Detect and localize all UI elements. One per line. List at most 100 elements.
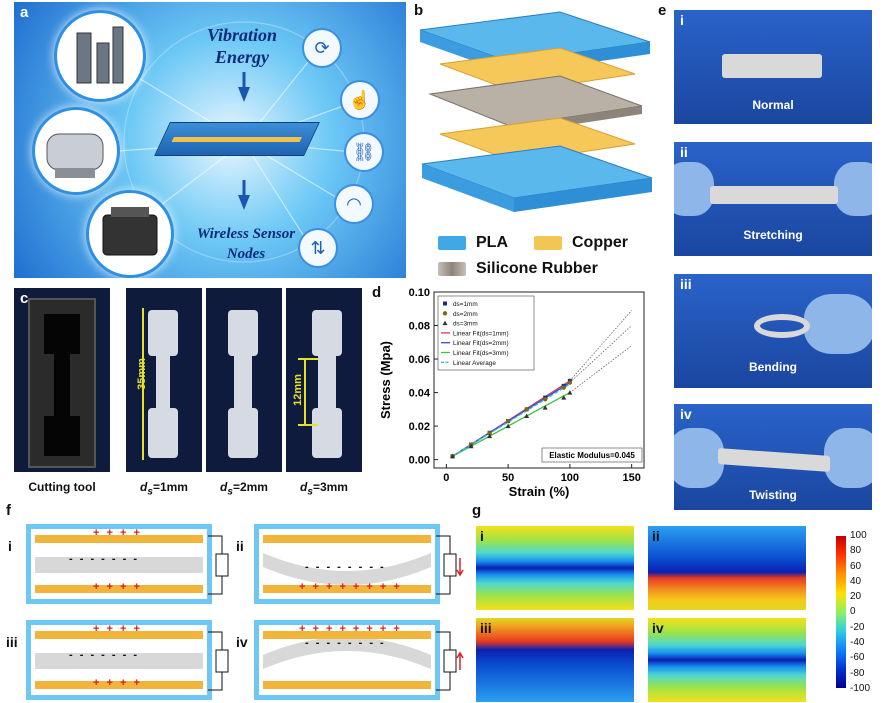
caption-bending: Bending [749,360,797,374]
f-iii-top-charges: + + + + [93,623,142,635]
photo-normal: i Normal [674,10,872,124]
f-iii-mid-charges: - - - - - - - [69,649,139,661]
rubber-strip [722,54,822,78]
g-map-ii: ii [648,526,806,610]
legend-entry: Linear Fit(ds=3mm) [453,350,509,357]
data-point-triangle [505,423,511,429]
f-iii-bot-charges: + + + + [93,677,142,689]
data-point-triangle [542,405,548,410]
f-roman-iv: iv [236,634,248,650]
x-tick-label: 100 [561,472,579,484]
x-tick-label: 50 [502,472,514,484]
data-point-circle [561,385,566,390]
data-point-triangle [561,395,567,400]
f-iii-resistor [208,631,229,691]
data-point-circle [505,418,511,424]
wifi-icon: ◠ [334,184,374,224]
legend-entry: Linear Fit(ds=1mm) [453,330,509,337]
f-i-top-charges: + + + + [93,527,142,539]
data-point-triangle [468,443,474,449]
caption-2mm: ds=2mm [220,480,268,498]
sample-photo-3mm: 12mm [286,288,362,472]
cutting-tool-body [28,298,96,468]
pla-swatch [438,236,466,250]
x-axis-label: Strain (%) [509,484,570,499]
width-label: 12mm [291,374,304,406]
legend-copper: Copper [572,234,628,251]
length-marker [142,308,144,460]
panel-label-d: d [372,284,382,301]
panel-label-g: g [472,502,482,519]
data-point-triangle [487,433,493,439]
caption-normal: Normal [752,98,794,112]
series-line [452,383,571,457]
roman-iv: iv [680,406,692,422]
panel-b-device-structure: b PLA Copper Silicone Rubber [410,2,665,282]
data-point-triangle [450,453,456,459]
g-roman-i: i [480,528,484,544]
y-tick-label: 0.00 [409,455,430,467]
touch-icon: ☝ [340,80,380,120]
roman-iii: iii [680,276,692,292]
panel-g-potential-simulation: g i ii iii iv 100 80 60 40 20 0 -20 -40 … [470,502,880,702]
cutting-tool-photo: c [14,288,110,472]
exploded-layer-diagram [419,11,653,212]
y-tick-label: 0.08 [409,321,430,333]
panel-f-working-mechanism: f i + + + + - - - - - - - + + + + ii - -… [4,502,464,702]
f-i-mid-charges: - - - - - - - [69,553,139,565]
title-line-2: Energy [215,47,269,67]
f-roman-iii: iii [6,634,18,650]
y-axis-label: Stress (Mpa) [378,341,393,419]
data-point-circle [487,430,492,435]
g-map-iii: iii [476,618,634,702]
f-iv-mid-charges: - - - - - - - - [305,637,386,649]
colorbar [836,536,846,688]
bottom-line-1: Wireless Sensor [196,226,296,242]
caption-1mm: ds=1mm [140,480,188,498]
x-tick-label: 150 [622,472,640,484]
compressor-image-circle [32,107,120,195]
device-illustration [154,122,320,156]
f-state-i: + + + + - - - - - - - + + + + [26,524,212,604]
factory-icon [76,26,124,84]
y-tick-label: 0.04 [409,388,431,400]
colorbar-ticks: 100 80 60 40 20 0 -20 -40 -60 -80 -100 [850,530,871,694]
legend-entry: Linear Fit(ds=2mm) [453,340,509,347]
title-line-1: Vibration [206,25,278,45]
f-iv-top-charges: + + + + + + + + [299,623,402,635]
silicone-swatch [438,262,466,276]
legend-entry: Linear Average [453,360,496,367]
vibration-energy-title: Vibration Energy [182,24,302,68]
extended-curve [569,325,632,383]
data-point-circle [567,380,573,385]
roman-i: i [680,12,684,28]
elastic-modulus-annotation: Elastic Modulus=0.045 [549,451,635,460]
f-i-resistor [208,535,229,595]
panel-label-c: c [20,290,29,307]
data-point-circle [542,397,548,402]
roman-ii: ii [680,144,688,160]
glove-right [834,162,872,216]
caption-stretching: Stretching [743,228,803,242]
extended-curve [569,310,632,382]
sample-photo-1mm: 35mm [126,288,202,472]
f-roman-i: i [8,538,12,554]
g-roman-iii: iii [480,620,492,636]
f-ii-bot-charges: + + + + + + + + [299,581,402,593]
length-label: 35mm [135,358,148,390]
f-state-ii: - - - - - - - - + + + + + + + + [254,524,440,604]
usb-icon: ⇅ [298,228,338,268]
caption-3mm: ds=3mm [300,480,348,498]
engine-image-circle [86,190,174,278]
factory-image-circle [54,10,146,102]
annotation-box [541,447,643,463]
y-tick-label: 0.10 [409,287,430,299]
legend-entry: ds=2mm [453,311,478,318]
panel-label-f: f [6,502,11,519]
legend-silicone-rubber: Silicone Rubber [476,260,598,277]
caption-twisting: Twisting [749,488,797,502]
photo-stretching: ii Stretching [674,142,872,256]
refresh-icon: ⟳ [302,28,342,68]
